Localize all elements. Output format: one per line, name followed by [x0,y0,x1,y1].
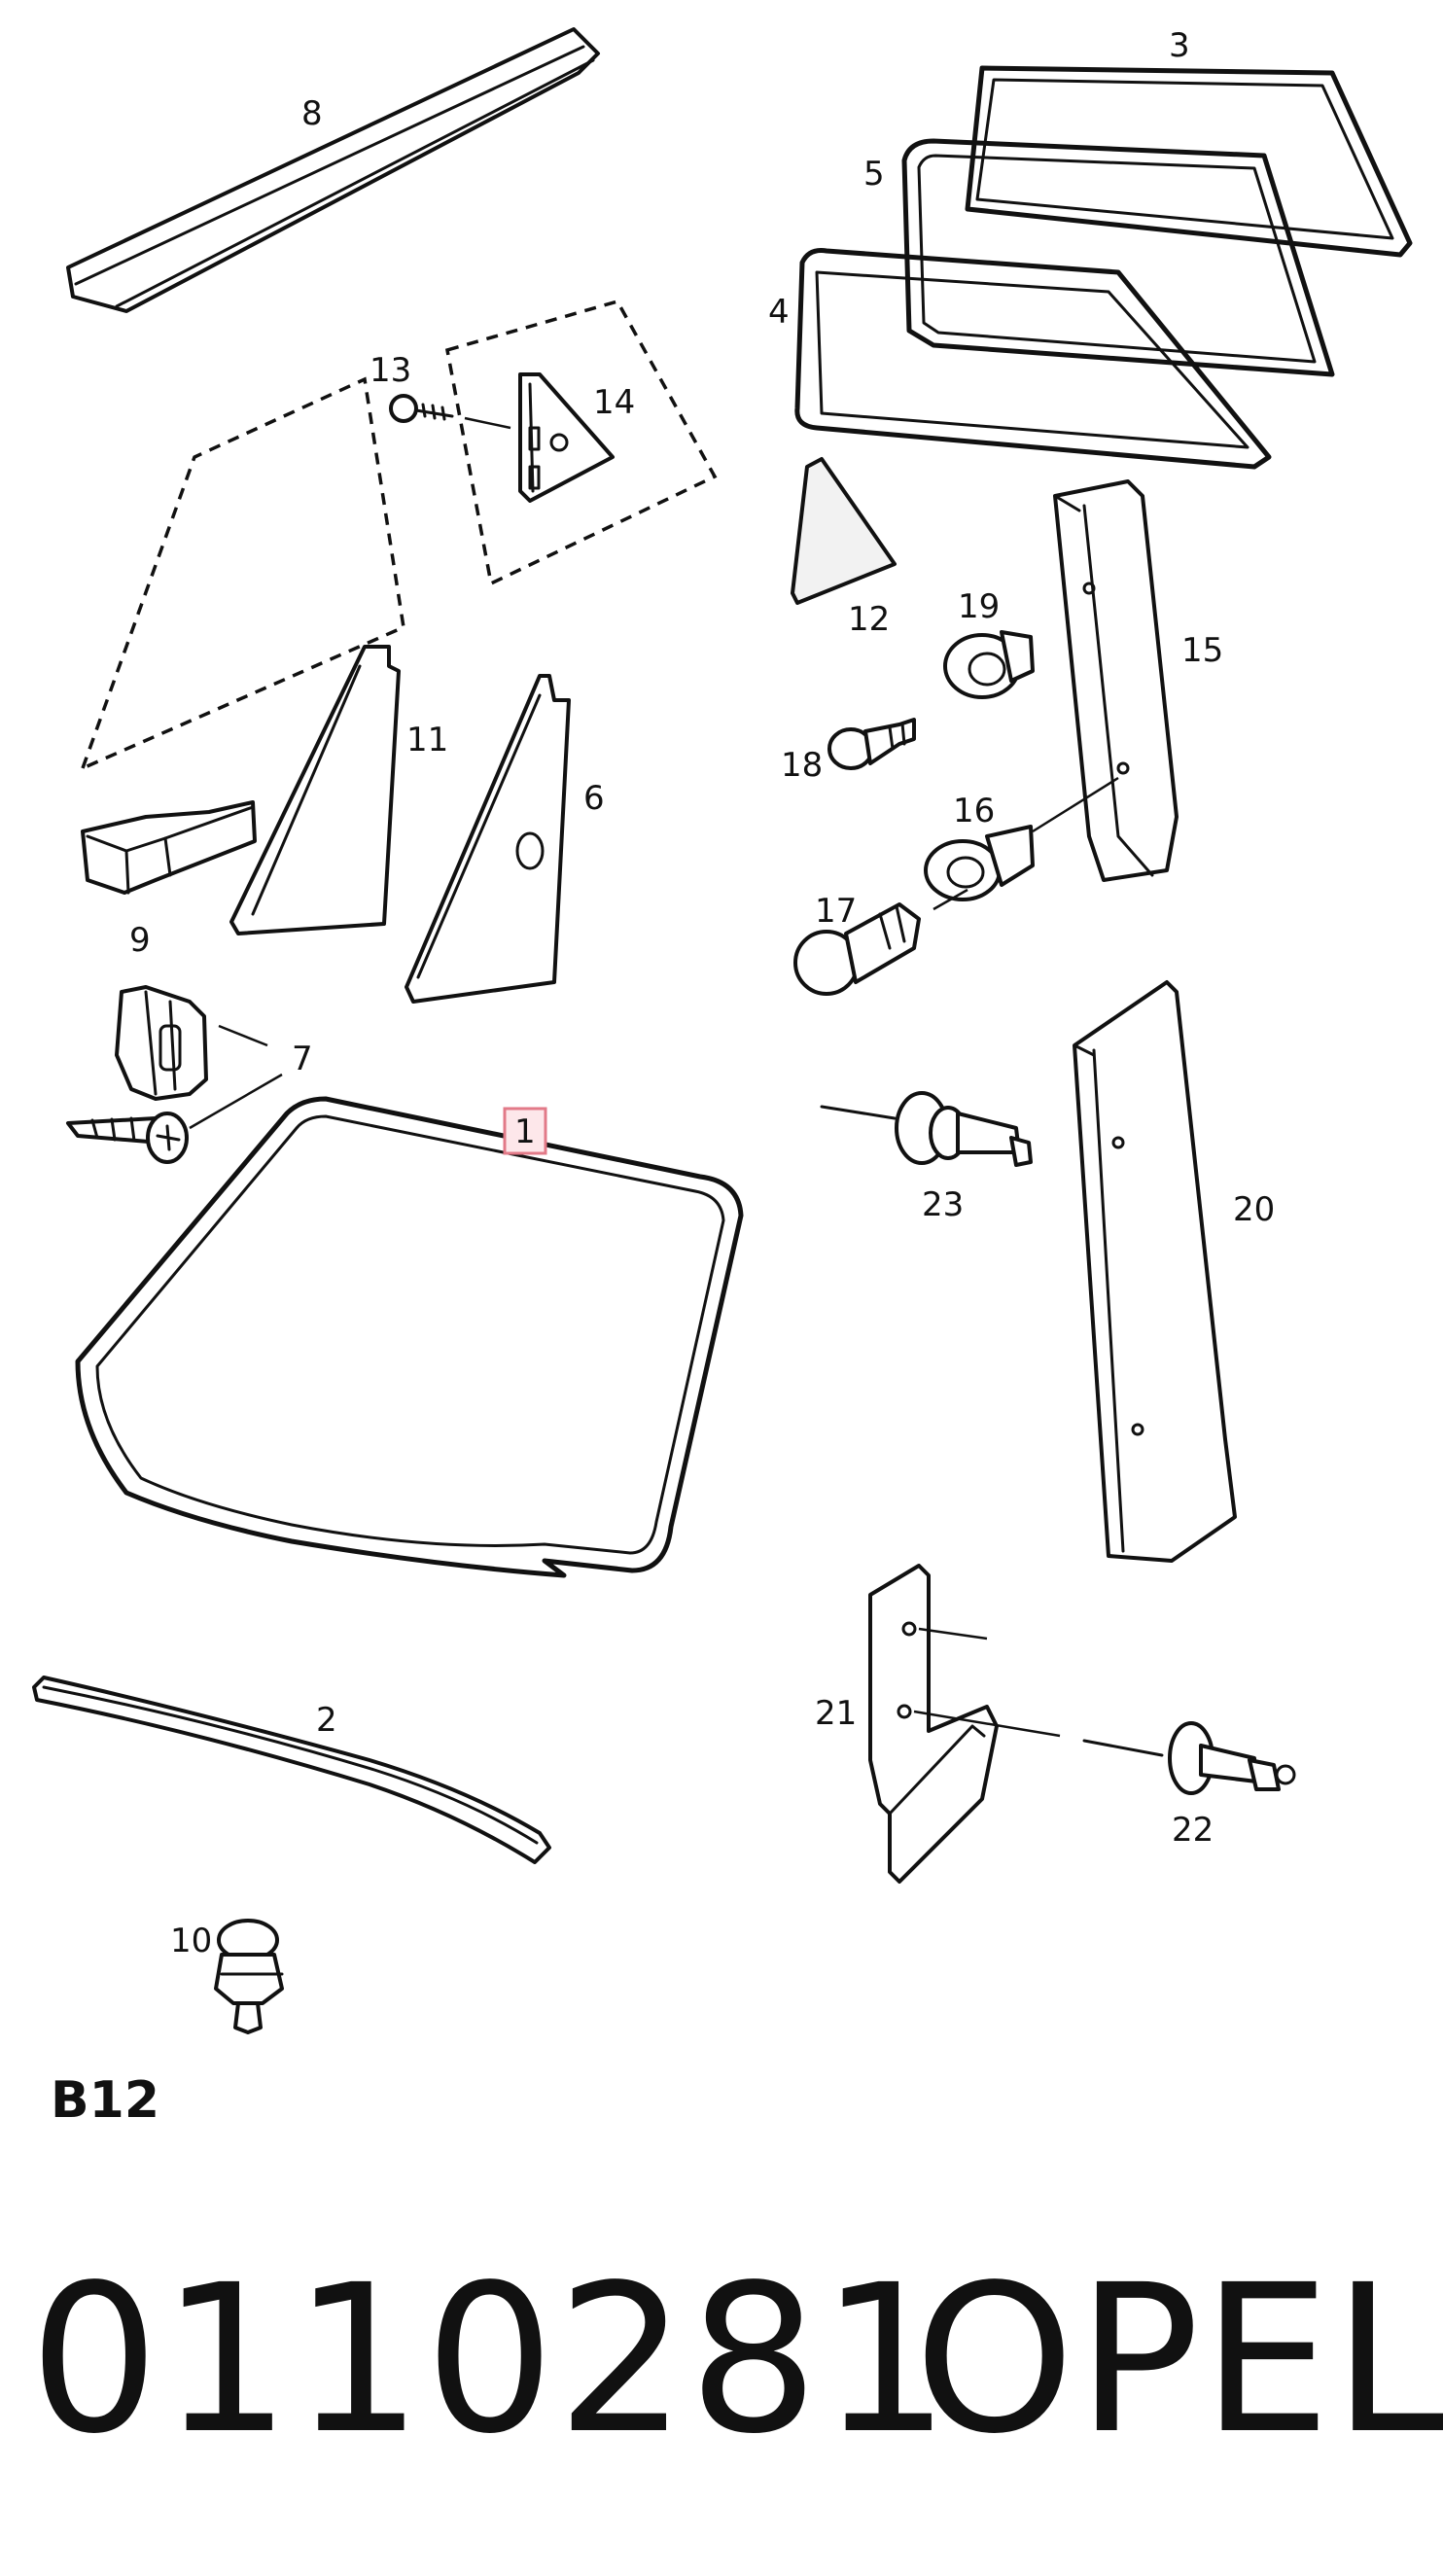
callout-23[interactable]: 23 [922,1185,964,1224]
part-4-window-seal [794,248,1272,470]
callout-19[interactable]: 19 [958,587,1000,626]
part-6-quarter-glass [405,674,571,1004]
callout-9[interactable]: 9 [129,921,151,960]
callout-5[interactable]: 5 [863,155,885,194]
part-number: 0110281 [29,2241,953,2479]
part-12-triangle-trim [791,457,897,605]
window-outline-dashed-right [444,299,718,586]
callout-1[interactable]: 1 [514,1112,536,1151]
part-1-windshield-seal [75,1096,744,1578]
part-14-bracket [518,372,615,503]
callout-15[interactable]: 15 [1181,631,1223,670]
callout-8[interactable]: 8 [301,94,323,133]
callout-22[interactable]: 22 [1172,1811,1214,1850]
part-3-rear-window-seal [965,65,1413,258]
part-21-bracket [868,1564,999,1884]
part-5-window-seal [901,138,1335,377]
callout-3[interactable]: 3 [1169,26,1190,65]
brand-name: OPEL [914,2241,1443,2479]
callout-10[interactable]: 10 [170,1922,212,1960]
part-17-push-pin [793,902,921,996]
part-18-push-pin [827,718,916,770]
part-13-screw [389,394,454,423]
part-20-pillar-trim [1073,980,1237,1563]
part-7-screw [66,1112,189,1164]
part-7-clip [115,985,208,1101]
callout-2[interactable]: 2 [316,1701,337,1740]
callout-20[interactable]: 20 [1233,1190,1275,1229]
window-outline-dashed-left [81,376,405,770]
callout-17[interactable]: 17 [815,892,857,931]
callout-1-highlight [503,1107,547,1155]
callout-21[interactable]: 21 [815,1694,857,1733]
callout-11[interactable]: 11 [406,721,448,759]
part-16-grommet [924,825,1035,901]
callout-18[interactable]: 18 [781,746,823,785]
part-2-moulding [32,1676,551,1864]
part-9-rubber-block [81,800,257,895]
callout-16[interactable]: 16 [953,792,995,830]
callout-7[interactable]: 7 [292,1040,313,1078]
part-10-clip [214,1919,284,2034]
callout-13[interactable]: 13 [370,351,411,390]
part-15-pillar-trim [1053,479,1179,882]
part-8-moulding-strip [66,27,600,313]
part-11-quarter-glass [229,645,401,935]
part-23-rivet [820,1091,1033,1167]
callout-12[interactable]: 12 [848,600,890,639]
callout-4[interactable]: 4 [768,293,790,332]
callout-14[interactable]: 14 [593,383,635,422]
section-code: B12 [51,2071,159,2130]
part-22-rivet [1082,1721,1296,1795]
parts-diagram: 1 2 3 4 5 6 7 8 9 10 11 12 13 14 15 16 1… [32,26,1413,2034]
part-19-grommet [943,630,1035,699]
callout-6[interactable]: 6 [583,779,605,818]
